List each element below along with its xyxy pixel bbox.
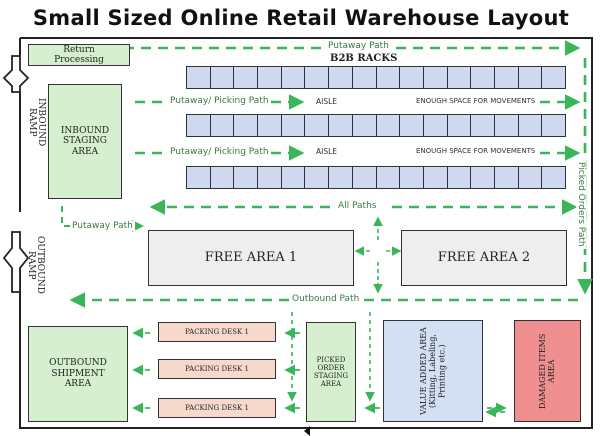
picked-order-staging-label: PICKED ORDER STAGING AREA [313, 355, 349, 389]
rack-bay [234, 67, 259, 88]
putaway-picking-path-1-label: Putaway/ Picking Path [168, 96, 271, 106]
rack-bay [305, 167, 330, 188]
rack-bay [281, 167, 306, 188]
outbound-shipment-area: OUTBOUND SHIPMENT AREA [28, 326, 128, 422]
rack-bay [400, 115, 424, 136]
free-area-2-label: FREE AREA 2 [437, 249, 531, 265]
rack-bay [352, 67, 377, 88]
rack-bay [187, 167, 211, 188]
rack-bay [423, 167, 448, 188]
value-added-label: VALUE ADDED AREA (Kitting, Labeling, Pri… [419, 327, 447, 415]
rack-bay [447, 67, 472, 88]
picked-orders-path-label: Picked Orders Path [576, 160, 586, 249]
rack-bay [281, 115, 306, 136]
rack-bay [518, 67, 543, 88]
aisle-2-label: AISLE [316, 147, 338, 156]
rack-bay [400, 67, 424, 88]
rack-bay [187, 67, 211, 88]
rack-bay [494, 67, 519, 88]
inbound-ramp-icon [2, 55, 30, 93]
rack-bay [423, 67, 448, 88]
b2b-racks-label: B2B RACKS [330, 53, 398, 64]
rack-bay [400, 167, 424, 188]
aisle-1-label: AISLE [316, 97, 338, 106]
all-paths-label: All Paths [336, 201, 379, 211]
rack-bay [210, 167, 235, 188]
rack-bay [542, 67, 565, 88]
rack-bay [376, 167, 401, 188]
packing-desk-3-label: PACKING DESK 1 [185, 403, 249, 412]
rack-bay [305, 115, 330, 136]
value-added-area: VALUE ADDED AREA (Kitting, Labeling, Pri… [383, 320, 483, 422]
rack-bay [494, 115, 519, 136]
inbound-ramp-label: INBOUND RAMP [27, 97, 46, 147]
rack-bay [210, 115, 235, 136]
damaged-items-area: DAMAGED ITEMS AREA [514, 320, 581, 422]
space-1-label: ENOUGH SPACE FOR MOVEMENTS [416, 97, 536, 105]
rack-bay [376, 67, 401, 88]
rack-bay [329, 67, 353, 88]
rack-bay [471, 167, 495, 188]
rack-bay [542, 167, 565, 188]
packing-desk-1-label: PACKING DESK 1 [185, 327, 249, 336]
rack-bay [352, 115, 377, 136]
rack-bay [471, 115, 495, 136]
rack-bay [258, 67, 282, 88]
free-area-1-label: FREE AREA 1 [204, 249, 298, 265]
building-outline [19, 37, 593, 429]
putaway-path-left-label: Putaway Path [70, 221, 135, 231]
space-2-label: ENOUGH SPACE FOR MOVEMENTS [416, 147, 536, 155]
rack-bay [518, 115, 543, 136]
page-title: Small Sized Online Retail Warehouse Layo… [32, 6, 570, 30]
rack-bay [518, 167, 543, 188]
damaged-items-label: DAMAGED ITEMS AREA [538, 333, 557, 409]
rack-row-3 [186, 166, 566, 189]
putaway-picking-path-2-label: Putaway/ Picking Path [168, 147, 271, 157]
outbound-path-label: Outbound Path [290, 294, 362, 304]
free-area-2: FREE AREA 2 [401, 230, 567, 286]
rack-bay [234, 167, 259, 188]
rack-bay [447, 167, 472, 188]
return-processing-label: Return Processing [54, 44, 104, 65]
inbound-staging-area: INBOUND STAGING AREA [48, 84, 122, 199]
rack-bay [423, 115, 448, 136]
putaway-path-top-label: Putaway Path [326, 41, 391, 51]
rack-bay [234, 115, 259, 136]
packing-desk-1: PACKING DESK 1 [158, 322, 276, 342]
rack-bay [471, 67, 495, 88]
picked-order-staging-area: PICKED ORDER STAGING AREA [306, 322, 356, 422]
rack-bay [494, 167, 519, 188]
rack-bay [329, 115, 353, 136]
rack-bay [210, 67, 235, 88]
rack-bay [376, 115, 401, 136]
rack-bay [305, 67, 330, 88]
outbound-shipment-label: OUTBOUND SHIPMENT AREA [49, 358, 107, 390]
rack-bay [329, 167, 353, 188]
bottom-marker-icon [304, 426, 310, 436]
outbound-ramp-icon [2, 231, 30, 293]
rack-row-1 [186, 66, 566, 89]
rack-bay [447, 115, 472, 136]
packing-desk-3: PACKING DESK 1 [158, 398, 276, 418]
rack-row-2 [186, 114, 566, 137]
rack-bay [187, 115, 211, 136]
outbound-ramp-label: OUTBOUND RAMP [26, 236, 45, 294]
inbound-staging-label: INBOUND STAGING AREA [60, 125, 110, 157]
rack-bay [352, 167, 377, 188]
rack-bay [542, 115, 565, 136]
packing-desk-2-label: PACKING DESK 1 [185, 364, 249, 373]
rack-bay [258, 167, 282, 188]
packing-desk-2: PACKING DESK 1 [158, 359, 276, 379]
rack-bay [258, 115, 282, 136]
return-processing-area: Return Processing [28, 44, 130, 66]
free-area-1: FREE AREA 1 [148, 230, 354, 286]
rack-bay [281, 67, 306, 88]
